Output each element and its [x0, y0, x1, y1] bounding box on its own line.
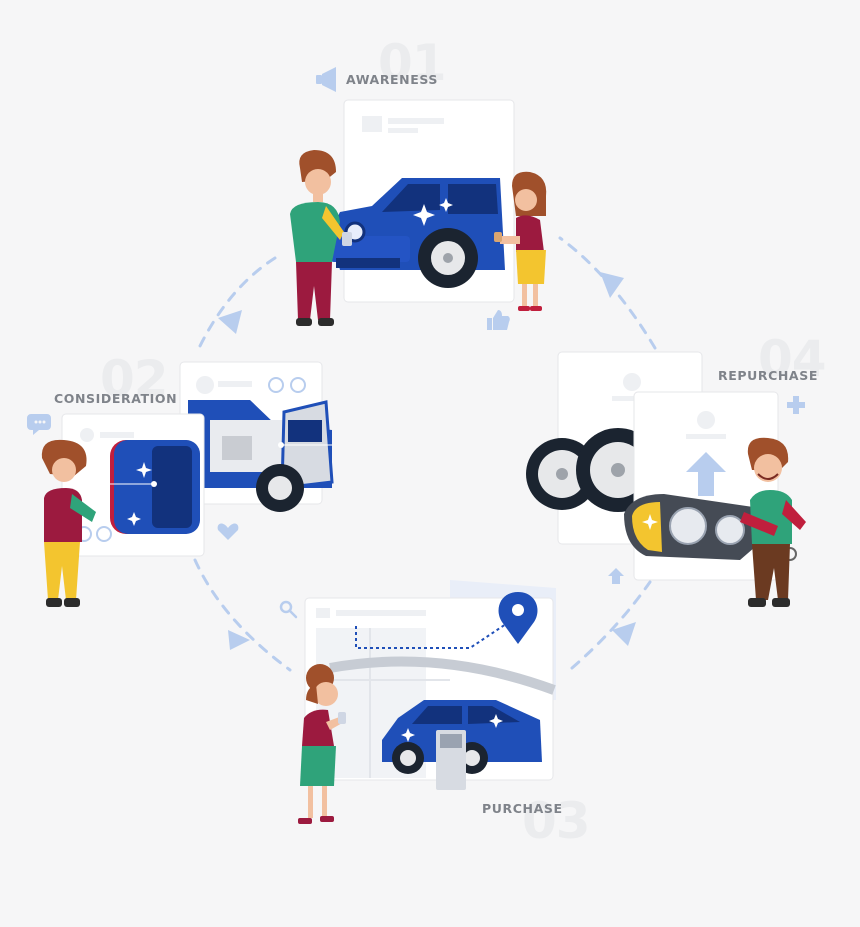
- map-pin-icon: [498, 592, 538, 644]
- arrow-repurchase-to-awareness: [558, 236, 657, 350]
- stage-number-consideration: 02: [100, 350, 169, 408]
- awareness-man: [290, 150, 352, 326]
- arrow-awareness-to-consideration: [196, 256, 277, 352]
- stage-label-consideration: CONSIDERATION: [54, 391, 178, 406]
- stage-label-repurchase: REPURCHASE: [718, 368, 818, 383]
- cycle-arrowheads: [218, 272, 636, 650]
- consideration-man: [41, 439, 96, 607]
- search-icon: [279, 600, 298, 619]
- purchase-woman: [298, 664, 346, 824]
- purchase-scene: [279, 580, 556, 824]
- stage-number-purchase: 03: [522, 792, 591, 850]
- plus-icon: [787, 396, 805, 414]
- stage-number-repurchase: 04: [758, 330, 827, 388]
- chat-bubble-icon: [27, 414, 51, 435]
- heart-icon: [217, 523, 239, 540]
- arrow-up-small-icon: [608, 568, 624, 584]
- awareness-car: [330, 178, 505, 288]
- stage-label-awareness: AWARENESS: [346, 72, 439, 87]
- consideration-car-side: [188, 400, 334, 512]
- arrowhead-4: [600, 272, 624, 298]
- repurchase-scene: [526, 351, 806, 607]
- thumbs-up-icon: [487, 310, 510, 330]
- arrowhead-1: [218, 310, 242, 334]
- awareness-scene: [290, 67, 547, 330]
- purchase-kiosk: [436, 730, 466, 790]
- repurchase-headlight: [624, 494, 770, 560]
- arrowhead-2: [228, 630, 250, 650]
- arrowhead-3: [612, 622, 636, 646]
- arrow-purchase-to-repurchase: [570, 580, 652, 670]
- arrow-up-icon: [686, 452, 726, 496]
- arrow-consideration-to-purchase: [193, 558, 292, 672]
- megaphone-icon: [316, 67, 336, 92]
- consideration-scene: [27, 361, 334, 607]
- repurchase-man: [740, 437, 806, 607]
- stage-number-awareness: 01: [378, 34, 447, 92]
- awareness-woman: [494, 171, 547, 311]
- consideration-car-top: [80, 440, 200, 534]
- stage-label-purchase: PURCHASE: [482, 801, 563, 816]
